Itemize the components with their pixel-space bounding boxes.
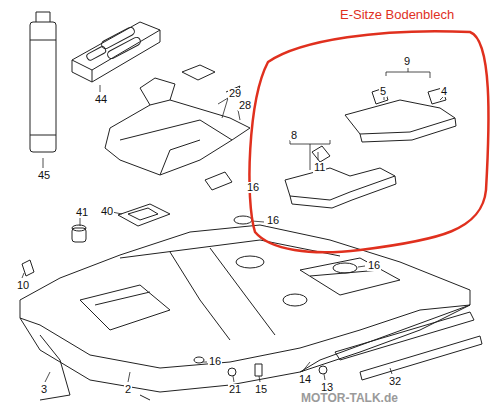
fastener [319, 366, 327, 374]
watermark: MOTOR-TALK.de [300, 392, 399, 404]
callout-number: 4 [440, 86, 448, 97]
seat-bracket [285, 88, 456, 208]
bracket-40 [118, 204, 170, 226]
repair-kit [72, 22, 160, 82]
spray-can [30, 12, 56, 152]
tunnel-panel [105, 65, 250, 190]
callout-number: 44 [94, 94, 108, 105]
callout-number: 15 [254, 384, 268, 395]
callout-number: 32 [388, 376, 402, 387]
callout-number: 9 [403, 56, 411, 67]
callout-number: 28 [238, 100, 252, 111]
callout-number: 11 [313, 162, 326, 173]
plug [234, 216, 252, 224]
heading: E-Sitze Bodenblech [340, 8, 454, 21]
callout-number: 5 [379, 86, 387, 97]
fastener [228, 368, 236, 376]
fastener [255, 364, 262, 376]
callout-number: 16 [208, 356, 222, 367]
grommet-41 [72, 225, 86, 242]
callout-number: 45 [37, 170, 51, 181]
leader-lines [22, 68, 444, 382]
callout-number: 41 [75, 207, 89, 218]
part-edge [140, 395, 150, 400]
callout-number: 16 [246, 182, 260, 193]
sill-rail [335, 312, 482, 380]
callout-number: 8 [290, 130, 298, 141]
callout-number: 16 [367, 260, 381, 271]
plug [333, 263, 357, 273]
floor-pan [20, 225, 470, 400]
callout-number: 2 [124, 384, 132, 395]
callout-number: 10 [16, 280, 30, 291]
callout-number: 40 [100, 206, 114, 217]
callout-number: 21 [228, 384, 242, 395]
callout-number: 3 [40, 384, 48, 395]
callout-number: 14 [298, 374, 312, 385]
highlight-loop [249, 31, 488, 252]
callout-number: 16 [266, 215, 280, 226]
callout-number: 29 [228, 88, 242, 99]
